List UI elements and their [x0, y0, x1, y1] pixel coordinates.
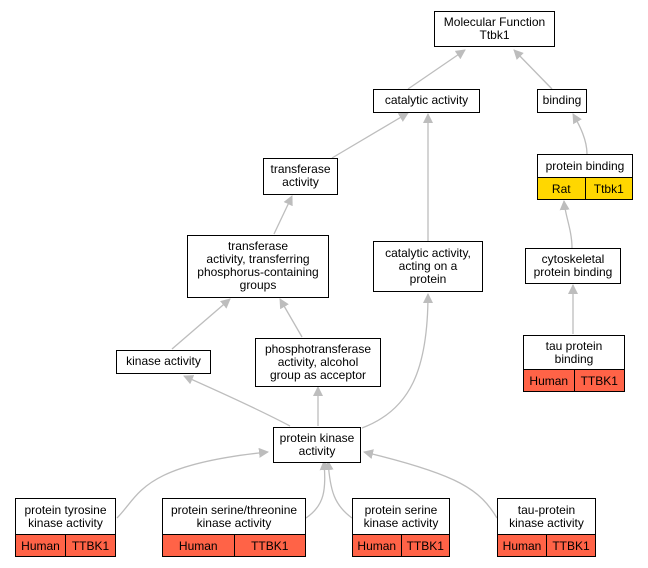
- node-transferase-activity: transferase activity: [263, 158, 338, 195]
- gene-tag: TTBK1: [400, 535, 449, 556]
- node-label: catalytic activity: [384, 93, 469, 107]
- edge-phospho-to-transferasephos: [279, 298, 303, 338]
- annotation-tags: Human TTBK1: [353, 534, 449, 556]
- node-molecular-function-root: Molecular Function Ttbk1: [434, 11, 555, 47]
- gene-tag: TTBK1: [573, 370, 624, 391]
- edge-tyrosine-to-proteinkinase: [116, 447, 269, 519]
- edge-binding-to-root: [513, 49, 553, 90]
- edge-kinase-to-transferasephos: [171, 298, 231, 350]
- gene-tag: TTBK1: [233, 535, 305, 556]
- node-label: catalytic activity, acting on a protein: [385, 245, 471, 286]
- node-label: binding: [542, 93, 582, 107]
- node-label: Molecular Function Ttbk1: [443, 14, 546, 42]
- species-tag: Human: [16, 535, 65, 556]
- edge-proteinkinase-to-kinase: [183, 375, 291, 427]
- node-tau-protein-binding: tau protein binding Human TTBK1: [523, 335, 625, 392]
- node-catalytic-activity: catalytic activity: [373, 89, 480, 113]
- edge-proteinkinase-to-catalyticprotein: [361, 293, 433, 429]
- edge-proteinbinding-to-binding: [572, 113, 588, 155]
- node-label: protein tyrosine kinase activity: [24, 502, 107, 530]
- species-tag: Human: [524, 370, 574, 391]
- node-cytoskeletal-protein-binding: cytoskeletal protein binding: [525, 248, 621, 284]
- species-tag: Human: [353, 535, 401, 556]
- edge-cytoskeletal-to-proteinbinding: [559, 200, 573, 249]
- node-catalytic-acting-on-protein: catalytic activity, acting on a protein: [373, 241, 483, 292]
- edge-serine-to-proteinkinase: [323, 460, 353, 519]
- edge-serthr-to-proteinkinase: [305, 460, 330, 519]
- annotation-tags: Human TTBK1: [163, 534, 305, 556]
- node-label: protein serine/threonine kinase activity: [170, 502, 298, 530]
- species-tag: Rat: [538, 178, 585, 199]
- node-label: protein serine kinase activity: [363, 502, 439, 530]
- gene-tag: Ttbk1: [584, 178, 632, 199]
- node-label: phosphotransferase activity, alcohol gro…: [264, 341, 372, 382]
- node-protein-kinase-activity: protein kinase activity: [273, 427, 361, 463]
- node-protein-serine-kinase: protein serine kinase activity Human TTB…: [352, 498, 450, 557]
- edge-transferase-to-catalytic: [331, 112, 409, 159]
- node-label: transferase activity, transferring phosp…: [197, 239, 319, 292]
- node-protein-binding: protein binding Rat Ttbk1: [537, 154, 633, 200]
- node-transferase-phosphorus: transferase activity, transferring phosp…: [187, 235, 329, 298]
- species-tag: Human: [498, 535, 546, 556]
- node-kinase-activity: kinase activity: [116, 350, 211, 374]
- node-protein-serine-threonine-kinase: protein serine/threonine kinase activity…: [162, 498, 306, 557]
- node-label: cytoskeletal protein binding: [533, 251, 613, 279]
- annotation-tags: Human TTBK1: [498, 534, 595, 556]
- node-binding: binding: [537, 89, 587, 113]
- species-tag: Human: [163, 535, 234, 556]
- annotation-tags: Human TTBK1: [16, 534, 115, 556]
- node-phosphotransferase: phosphotransferase activity, alcohol gro…: [255, 338, 381, 387]
- annotation-tags: Human TTBK1: [524, 369, 624, 391]
- node-label: tau protein binding: [545, 338, 603, 366]
- node-label: transferase activity: [270, 162, 331, 189]
- node-label: protein binding: [545, 158, 625, 173]
- gene-tag: TTBK1: [546, 535, 595, 556]
- edge-tau-to-proteinkinase: [363, 449, 498, 519]
- node-tau-protein-kinase: tau-protein kinase activity Human TTBK1: [497, 498, 596, 557]
- gene-tag: TTBK1: [65, 535, 115, 556]
- node-protein-tyrosine-kinase: protein tyrosine kinase activity Human T…: [15, 498, 116, 557]
- edge-catalytic-to-root: [407, 49, 466, 90]
- annotation-tags: Rat Ttbk1: [538, 177, 632, 199]
- node-label: protein kinase activity: [279, 430, 355, 458]
- node-label: tau-protein kinase activity: [509, 502, 584, 530]
- node-label: kinase activity: [126, 354, 201, 368]
- edge-transferasephos-to-transferase: [273, 195, 293, 235]
